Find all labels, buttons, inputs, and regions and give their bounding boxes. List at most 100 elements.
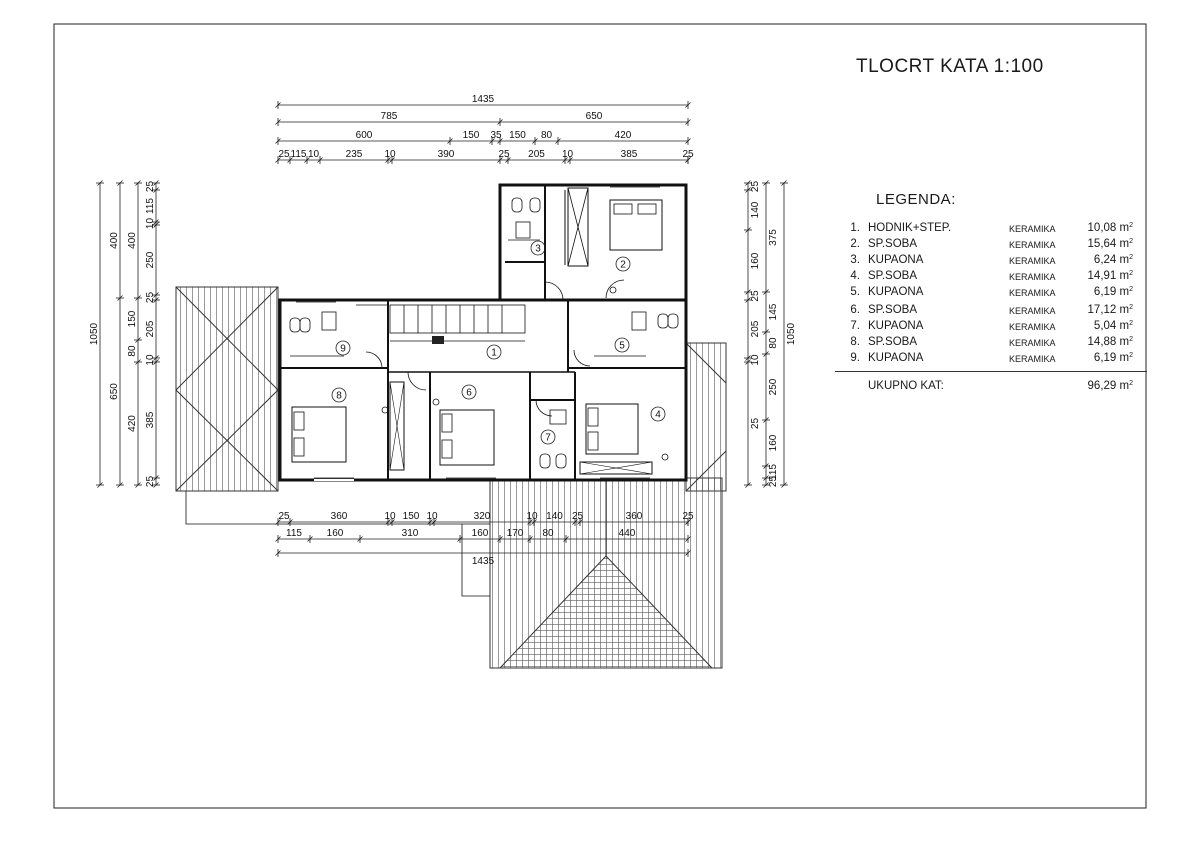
dimension-tick-slash xyxy=(505,157,511,163)
legend-room-area-unit-sup: 2 xyxy=(1129,286,1133,293)
dimension-label: 420 xyxy=(615,130,632,141)
dimension-label: 115 xyxy=(145,198,156,214)
dimension-label: 10 xyxy=(384,149,396,160)
legend-room-material: KERAMIKA xyxy=(1009,322,1056,332)
total-area-value: 96,29 m xyxy=(1087,380,1130,392)
dimension-label: 25 xyxy=(145,181,156,193)
dimension-label: 1050 xyxy=(786,322,797,345)
legend-room-area-unit-sup: 2 xyxy=(1129,254,1133,261)
dimension-tick-slash xyxy=(763,351,769,357)
legend-room-name: SP.SOBA xyxy=(868,304,918,316)
dimension-tick-slash xyxy=(567,157,573,163)
dimension-tick-slash xyxy=(287,157,293,163)
legend-room-name: SP.SOBA xyxy=(868,336,918,348)
dimension-label: 250 xyxy=(145,251,156,268)
room-tag-circle xyxy=(650,406,666,422)
dimension-tick-slash xyxy=(527,519,533,525)
room-tag-label: 9 xyxy=(340,344,346,355)
legend-room-material: KERAMIKA xyxy=(1009,240,1056,250)
dimension-label: 80 xyxy=(127,345,138,357)
legend-room-number: 9. xyxy=(850,352,860,364)
dimension-label: 25 xyxy=(750,418,761,430)
dimension-tick-slash xyxy=(531,519,537,525)
dimension-label: 145 xyxy=(768,303,779,320)
legend-separator xyxy=(835,371,1147,372)
dimension-tick-slash xyxy=(745,359,751,365)
room-tag-label: 5 xyxy=(619,341,625,352)
dimension-tick-slash xyxy=(555,138,561,144)
dimension-tick-slash xyxy=(497,138,503,144)
dimension-tick-slash xyxy=(763,289,769,295)
legend-room-area: 5,04 m2 xyxy=(1093,320,1133,332)
dimension-label: 400 xyxy=(109,232,120,249)
room-tag-circle xyxy=(615,256,631,272)
legend-title: LEGENDA: xyxy=(876,191,956,208)
dimension-tick-slash xyxy=(572,519,578,525)
legend-room-number: 5. xyxy=(850,286,860,298)
dimension-tick-slash xyxy=(532,138,538,144)
legend-row: 1. HODNIK+STEP. KERAMIKA 10,08 m2 xyxy=(848,222,1133,238)
dimension-label: 10 xyxy=(750,354,761,366)
dimension-label: 150 xyxy=(127,310,138,327)
legend-room-area-unit-sup: 2 xyxy=(1129,270,1133,277)
dimension-label: 310 xyxy=(402,528,419,539)
legend-room-number: 7. xyxy=(850,320,860,332)
room-tag-label: 3 xyxy=(535,244,541,255)
dimension-label: 385 xyxy=(621,149,638,160)
legend-room-name: HODNIK+STEP. xyxy=(868,222,952,234)
dimension-tick-slash xyxy=(781,482,787,488)
dimension-tick-slash xyxy=(497,119,503,125)
room-tag-circle xyxy=(486,344,502,360)
dimension-tick-slash xyxy=(385,519,391,525)
dimension-label: 170 xyxy=(507,528,524,539)
dimension-label: 10 xyxy=(145,218,156,230)
dimension-tick-slash xyxy=(307,536,313,542)
dimension-tick-slash xyxy=(745,297,751,303)
legend-room-area: 6,19 m2 xyxy=(1093,352,1133,364)
room-tag-label: 1 xyxy=(491,348,497,359)
legend-room-material: KERAMIKA xyxy=(1009,288,1056,298)
dimension-label: 600 xyxy=(356,130,373,141)
dimension-label: 360 xyxy=(626,511,643,522)
room-tag-label: 8 xyxy=(336,391,342,402)
dimension-label: 205 xyxy=(750,320,761,337)
legend-room-name: SP.SOBA xyxy=(868,238,918,250)
legend-room-area: 10,08 m2 xyxy=(1087,222,1133,234)
dimension-tick-slash xyxy=(135,337,141,343)
room-tag-circle xyxy=(331,387,347,403)
dimension-label: 1435 xyxy=(472,94,495,105)
dimension-label: 25 xyxy=(145,476,156,488)
legend-room-area-unit-sup: 2 xyxy=(1129,352,1133,359)
dimension-tick-slash xyxy=(135,295,141,301)
dimension-label: 375 xyxy=(768,229,779,246)
legend-room-number: 6. xyxy=(850,304,860,316)
dimension-tick-slash xyxy=(117,180,123,186)
legend-room-number: 8. xyxy=(850,336,860,348)
legend-room-area: 14,91 m2 xyxy=(1087,270,1133,282)
dimension-label: 140 xyxy=(546,511,563,522)
legend-room-material: KERAMIKA xyxy=(1009,224,1056,234)
dimension-label: 360 xyxy=(331,511,348,522)
dimension-label: 25 xyxy=(768,476,779,488)
dimension-tick-slash xyxy=(135,359,141,365)
total-area: 96,29 m2 xyxy=(1088,380,1133,392)
dimension-tick-slash xyxy=(563,536,569,542)
dimension-tick-slash xyxy=(685,536,691,542)
dimension-tick-slash xyxy=(275,519,281,525)
dimension-tick-slash xyxy=(763,329,769,335)
dimension-tick-slash xyxy=(153,355,159,361)
dimension-label: 400 xyxy=(127,232,138,249)
dimension-label: 440 xyxy=(619,528,636,539)
dimension-tick-slash xyxy=(275,157,281,163)
dimension-label: 10 xyxy=(384,511,396,522)
roof-bottom xyxy=(489,477,723,669)
total-label: UKUPNO KAT: xyxy=(868,380,944,392)
dimension-tick-slash xyxy=(781,180,787,186)
legend-room-number: 1. xyxy=(850,222,860,234)
dimension-tick-slash xyxy=(763,180,769,186)
